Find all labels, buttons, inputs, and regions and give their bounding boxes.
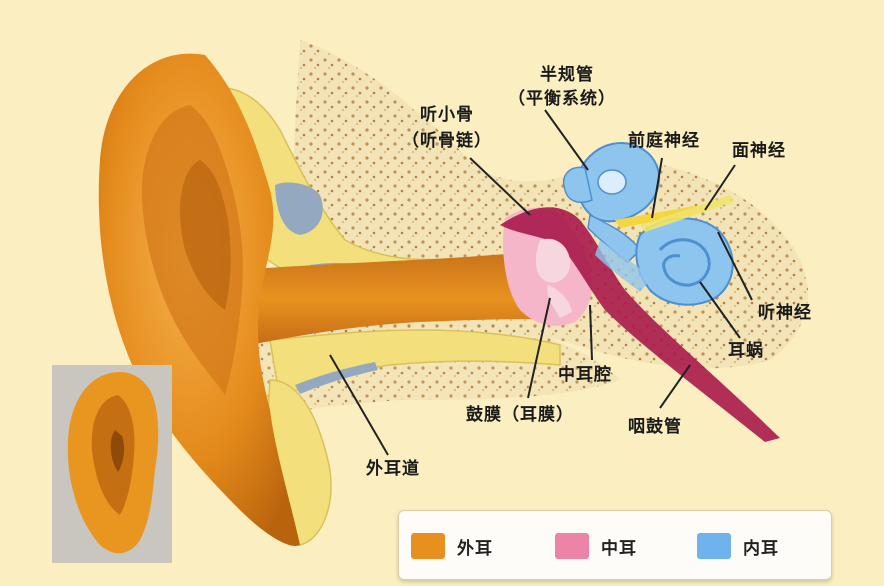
legend-swatch-middle-ear [555,533,589,559]
legend: 外耳 中耳 内耳 [398,510,832,580]
label-eardrum: 鼓膜（耳膜） [466,405,574,425]
leader-lines [329,109,753,456]
legend-item-outer-ear: 外耳 [411,533,493,559]
middle-ear [500,207,780,442]
inset-ear-photo [52,365,172,563]
legend-swatch-outer-ear [411,533,445,559]
legend-label-outer-ear: 外耳 [457,538,493,559]
legend-label-inner-ear: 内耳 [743,538,779,559]
label-ossicular-chain: （听骨链） [402,131,492,151]
inner-ear [563,142,734,306]
ear-canal-shape [240,252,565,345]
label-eustachian-tube: 咽鼓管 [628,417,682,437]
label-semicircular-canals: 半规管 [540,65,594,85]
legend-item-middle-ear: 中耳 [555,533,637,559]
auricle [98,53,300,546]
label-middle-ear-cavity: 中耳腔 [558,365,612,385]
label-balance-system: （平衡系统） [508,89,616,109]
legend-item-inner-ear: 内耳 [697,533,779,559]
label-vestibular-nerve: 前庭神经 [628,131,700,151]
label-ossicles: 听小骨 [420,105,474,125]
legend-label-middle-ear: 中耳 [601,538,637,559]
label-ear-canal: 外耳道 [366,459,420,479]
legend-swatch-inner-ear [697,533,731,559]
label-cochlea: 耳蜗 [728,341,764,361]
label-auditory-nerve: 听神经 [758,303,812,323]
label-facial-nerve: 面神经 [732,141,786,161]
